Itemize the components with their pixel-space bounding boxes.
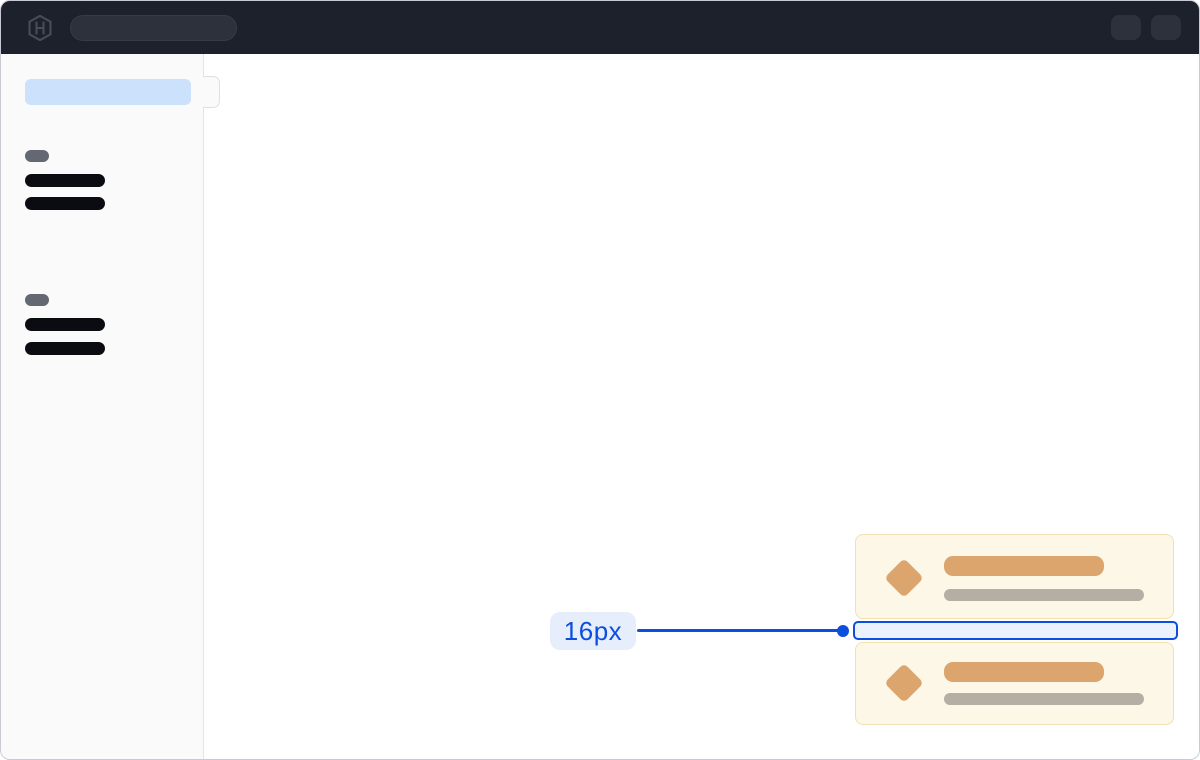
sidebar-item-skeleton[interactable] [25,318,105,331]
example-card [855,642,1174,725]
sidebar-group-label-skeleton [25,150,49,162]
top-nav-bar [1,1,1199,54]
sidebar-nav [1,54,204,759]
topbar-action-button-skeleton[interactable] [1151,15,1181,40]
card-title-skeleton [944,556,1104,576]
sidebar-toggle-handle[interactable] [203,76,220,108]
diamond-icon [884,558,924,598]
sidebar-item-skeleton[interactable] [25,342,105,355]
diamond-icon [884,663,924,703]
sidebar-item-skeleton[interactable] [25,197,105,210]
measure-anchor-dot [837,625,849,637]
main-panel [204,54,1199,759]
topbar-action-button-skeleton[interactable] [1111,15,1141,40]
sidebar-active-item-skeleton[interactable] [25,79,191,105]
sidebar-group-label-skeleton [25,294,49,306]
search-input-skeleton[interactable] [70,14,237,41]
card-subtitle-skeleton [944,589,1144,601]
content-area [1,54,1199,759]
card-subtitle-skeleton [944,693,1144,705]
spacing-gap-highlight [853,621,1178,640]
topbar-actions [1111,15,1181,40]
sidebar-item-skeleton[interactable] [25,174,105,187]
hashicorp-logo-icon [26,13,54,43]
example-card [855,534,1174,619]
measure-connector-line [637,629,843,632]
card-title-skeleton [944,662,1104,682]
spacing-value-label: 16px [550,612,636,650]
